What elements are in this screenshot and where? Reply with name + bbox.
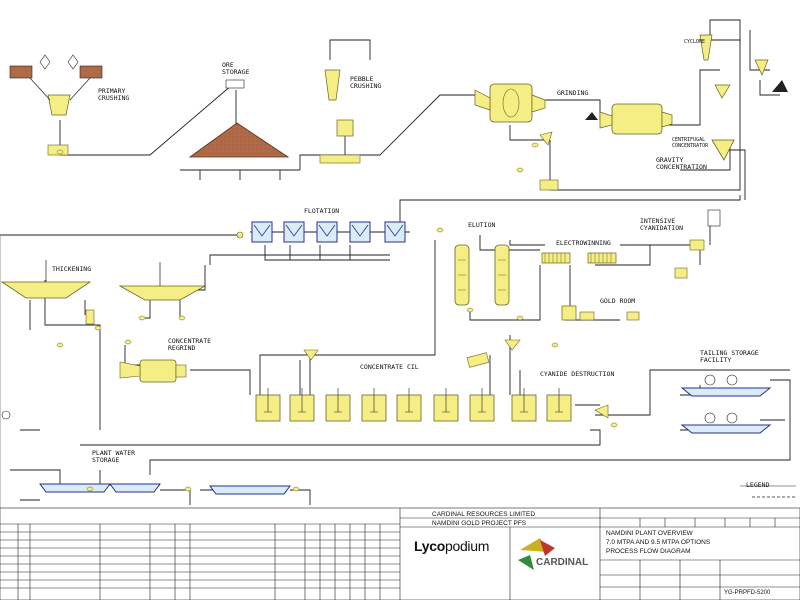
ore-stockpile <box>188 79 290 158</box>
label-flotation: FLOTATION <box>304 207 340 215</box>
title-client: CARDINAL RESOURCES LIMITED <box>432 511 536 518</box>
legend-lines <box>740 485 796 498</box>
elution-columns <box>454 244 510 306</box>
lyco-thin: podium <box>444 538 490 554</box>
label-gold-room: GOLD ROOM <box>600 297 636 305</box>
cardinal-logo-text: CARDINAL <box>536 557 589 568</box>
label-concentrate-cil: CONCENTRATE CIL <box>360 363 419 371</box>
ball-mill <box>585 103 673 135</box>
label-electrowinning: ELECTROWINNING <box>556 239 611 247</box>
cardinal-logo-mark <box>518 538 555 570</box>
lycopodium-logo: Lycopodium <box>414 538 489 554</box>
title-line-3: PROCESS FLOW DIAGRAM <box>606 548 691 555</box>
sag-mill <box>474 83 546 123</box>
label-cyanide-destruction: CYANIDE DESTRUCTION <box>540 370 615 378</box>
water-ponds <box>1 410 291 495</box>
label-thickening: THICKENING <box>52 265 92 273</box>
thickeners <box>0 260 207 325</box>
drawing-number: YG-PRPFD-5200 <box>724 590 771 596</box>
pebble-crusher <box>319 69 361 164</box>
primary-crusher <box>9 54 103 156</box>
title-project: NAMDINI GOLD PROJECT PFS <box>432 520 527 527</box>
flotation-cells <box>236 221 406 243</box>
title-line-2: 7.0 MTPA AND 9.5 MTPA OPTIONS <box>606 539 711 546</box>
label-cyclone: CYCLONE <box>684 39 706 45</box>
lyco-bold: Lyco <box>414 538 445 554</box>
electrowinning-cells <box>541 252 617 264</box>
label-grinding: GRINDING <box>557 89 589 97</box>
regrind-mill <box>119 359 187 383</box>
title-line-1: NAMDINI PLANT OVERVIEW <box>606 530 693 537</box>
pumps <box>8 142 618 523</box>
label-elution: ELUTION <box>468 221 496 229</box>
legend-title: LEGEND <box>746 481 770 489</box>
cil-tanks <box>255 339 609 422</box>
title-block-grid <box>0 507 800 600</box>
tailings-ponds <box>680 374 772 434</box>
gold-room-equipment <box>561 209 721 321</box>
cyclone <box>539 34 788 191</box>
